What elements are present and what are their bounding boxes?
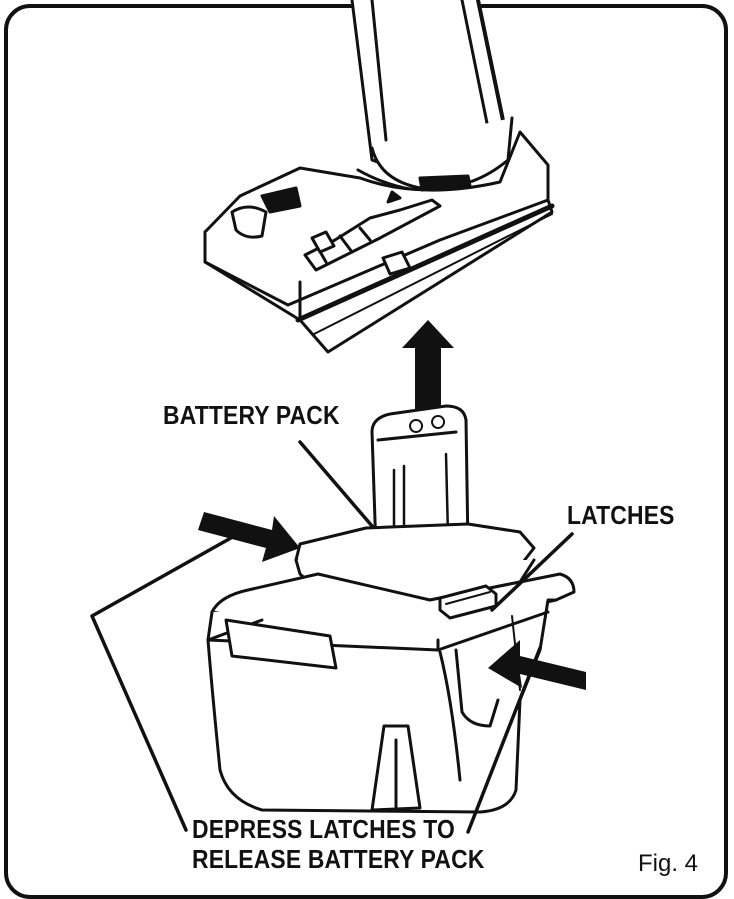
depress-line-1: DEPRESS LATCHES TO xyxy=(192,814,455,844)
figure-caption: Fig. 4 xyxy=(638,850,699,877)
depress-line-2: RELEASE BATTERY PACK xyxy=(192,844,485,874)
battery-pack-label: BATTERY PACK xyxy=(163,400,340,430)
up-arrow-icon xyxy=(402,320,454,420)
latches-label: LATCHES xyxy=(567,500,675,530)
left-push-arrow-icon xyxy=(198,512,300,562)
battery-pack xyxy=(206,404,576,814)
leader-lines xyxy=(90,440,574,834)
right-push-arrow-icon xyxy=(488,640,586,690)
drill-tool xyxy=(203,0,555,354)
depress-instruction-label: DEPRESS LATCHES TO RELEASE BATTERY PACK xyxy=(192,814,485,874)
